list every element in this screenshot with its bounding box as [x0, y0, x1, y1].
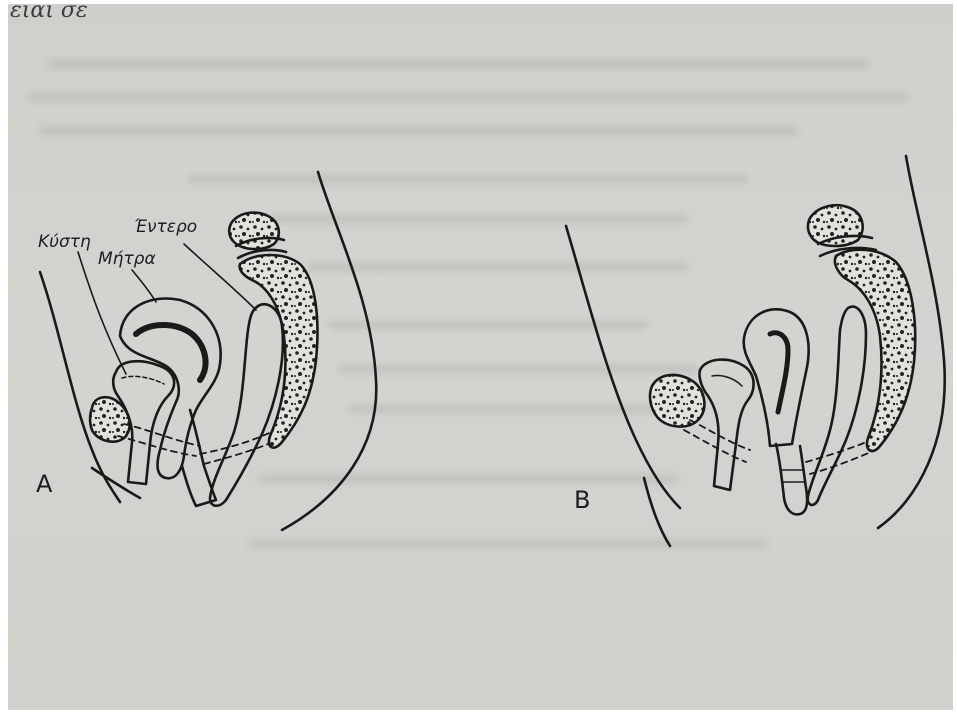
- rectum-a: [210, 304, 283, 506]
- coccyx-a: [229, 213, 279, 249]
- rectum-b: [808, 307, 866, 505]
- label-bladder: Κύστη: [38, 232, 91, 252]
- colon-b: [835, 250, 915, 451]
- leader-uterus-a: [132, 270, 156, 302]
- panel-a: [40, 172, 376, 530]
- label-bowel: Έντερο: [134, 217, 197, 237]
- panel-b: [566, 156, 945, 546]
- bladder-b: [650, 375, 704, 427]
- coccyx-b: [808, 205, 863, 246]
- vagina-b: [776, 444, 807, 514]
- panel-a-letter: A: [36, 470, 53, 498]
- bladder-outline-b: [699, 360, 753, 490]
- panel-b-thigh-line: [644, 478, 670, 546]
- panel-a-abdominal-wall: [40, 272, 120, 502]
- leader-bladder-a: [78, 252, 126, 374]
- panel-b-abdominal-wall: [566, 226, 680, 508]
- colon-a: [240, 255, 318, 448]
- panel-b-letter: B: [574, 486, 590, 514]
- uterine-cavity-b: [770, 333, 788, 412]
- label-uterus: Μήτρα: [98, 249, 156, 269]
